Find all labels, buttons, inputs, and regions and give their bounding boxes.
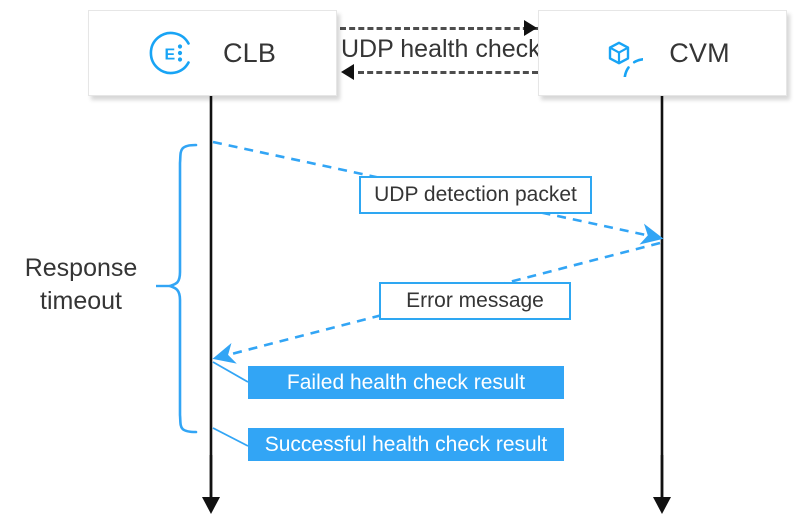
message-failed-health-check-result-label: Failed health check result	[286, 370, 526, 394]
clb-circle-icon: E	[149, 29, 197, 77]
participant-clb-body: E CLB	[149, 29, 276, 77]
curly-brace-icon	[168, 143, 198, 434]
lifeline-cvm-arrowhead	[653, 497, 671, 514]
message-error-message-label: Error message	[406, 289, 544, 312]
participant-clb-label: CLB	[222, 37, 277, 68]
message-successful-health-check-result-label: Successful health check result	[264, 432, 548, 456]
health-check-response-line	[358, 71, 538, 74]
connector-failed-result	[212, 361, 249, 383]
udp-health-check-label: UDP health check	[341, 35, 541, 63]
response-timeout-label-line2: timeout	[40, 287, 122, 315]
message-error-message[interactable]: Error message	[379, 282, 571, 320]
connector-successful-result	[212, 427, 249, 447]
cvm-circle-cube-icon	[595, 29, 667, 101]
response-timeout-label: Response timeout	[12, 252, 150, 318]
participant-cvm-body: CVM	[595, 29, 730, 101]
participant-cvm-label: CVM	[669, 37, 730, 68]
arrow-right-icon	[524, 20, 537, 36]
svg-text:E: E	[164, 47, 175, 64]
message-udp-detection-packet[interactable]: UDP detection packet	[359, 176, 592, 214]
health-check-request-line	[340, 27, 538, 30]
response-timeout-label-line1: Response	[24, 254, 138, 282]
arrow-left-icon	[341, 64, 354, 80]
message-successful-health-check-result[interactable]: Successful health check result	[248, 428, 564, 461]
participant-cvm[interactable]: CVM	[538, 10, 787, 101]
participant-clb[interactable]: E CLB	[88, 10, 337, 96]
message-udp-detection-packet-label: UDP detection packet	[374, 183, 577, 206]
message-failed-health-check-result[interactable]: Failed health check result	[248, 366, 564, 399]
lifeline-clb-arrowhead	[202, 497, 220, 514]
